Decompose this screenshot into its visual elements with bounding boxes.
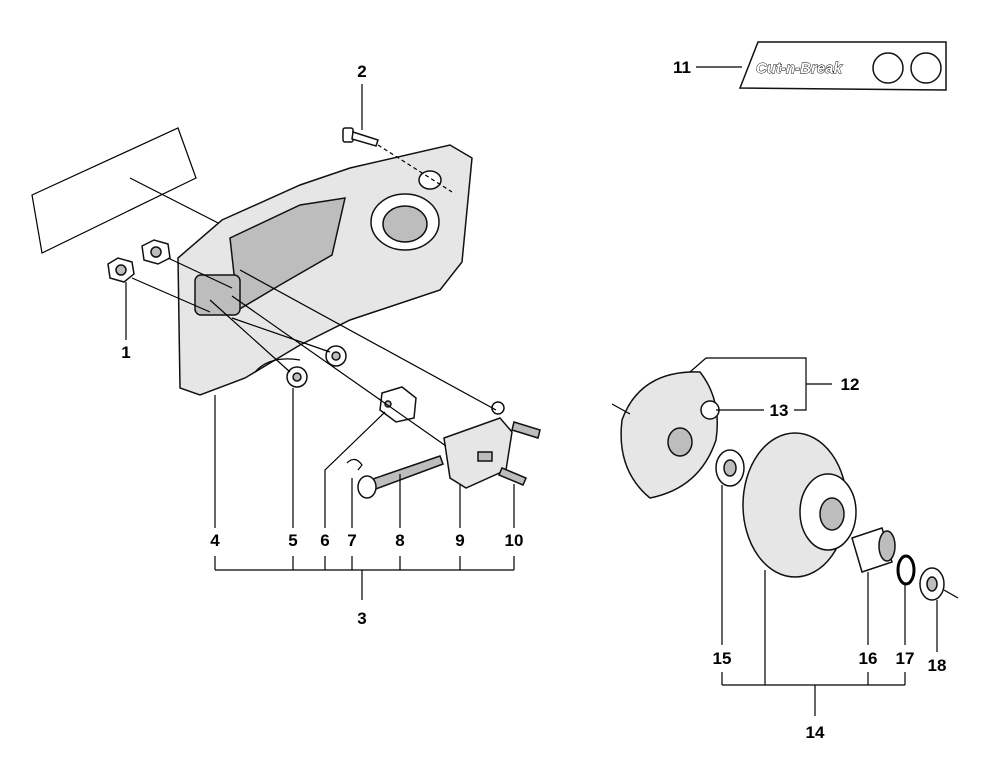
washer-1-hole — [292, 372, 302, 382]
leader-assembly-lower — [231, 295, 447, 447]
callout-12: 12 — [841, 375, 860, 394]
callout-14: 14 — [806, 723, 825, 742]
thin-washer-hole — [723, 459, 737, 477]
decal-circle-1 — [872, 52, 904, 84]
callout-18: 18 — [928, 656, 947, 675]
adjusting-screw-head — [357, 475, 377, 499]
clutch-cover-assembly — [31, 127, 541, 499]
callout-3: 3 — [357, 609, 366, 628]
leader-washer-2 — [231, 317, 331, 353]
needle-bearing-end — [878, 530, 896, 562]
nut-1-hole — [115, 264, 127, 276]
adjuster-nut-hole — [384, 400, 392, 408]
clutch-hub — [667, 427, 693, 457]
cover-bearing-bore — [382, 205, 428, 243]
decal-circle-2 — [910, 52, 942, 84]
spring-wire — [254, 358, 301, 373]
callout-15: 15 — [713, 649, 732, 668]
callout-13: 13 — [770, 401, 789, 420]
tensioner-slot — [477, 451, 493, 462]
leader-bolt-path — [377, 144, 453, 193]
callout-4: 4 — [210, 531, 220, 550]
o-ring — [896, 554, 916, 586]
callout-leaders — [125, 66, 938, 716]
shaft-line-left — [611, 403, 631, 415]
leader-frame — [129, 177, 229, 229]
adjusting-screw — [369, 455, 444, 491]
retaining-clip — [346, 458, 363, 471]
cover-mount-block — [194, 274, 241, 316]
screw-lower — [498, 467, 527, 486]
callout-10: 10 — [505, 531, 524, 550]
tensioner-eye — [491, 401, 505, 415]
callout-6: 6 — [320, 531, 329, 550]
callout-7: 7 — [347, 531, 356, 550]
nut-2-hole — [150, 246, 162, 258]
callout-11: 11 — [673, 58, 691, 77]
screw-upper — [511, 421, 541, 439]
leader-washer-1 — [209, 299, 291, 373]
leader-assembly-upper — [239, 269, 497, 411]
callout-16: 16 — [859, 649, 878, 668]
leader-nut-1 — [131, 277, 211, 313]
callout-8: 8 — [395, 531, 404, 550]
adjuster-nut — [379, 386, 417, 423]
cover-boss — [418, 170, 442, 190]
callout-labels: 1 2 3 4 5 6 7 8 9 10 11 12 13 14 15 16 1… — [121, 58, 946, 742]
bolt — [342, 127, 379, 147]
callout-17: 17 — [896, 649, 915, 668]
reference-frame-outline — [31, 127, 197, 254]
clutch-drum-bore — [819, 497, 845, 531]
leader-nut-2 — [167, 257, 233, 289]
decal-logo-text: Cut-n-Break — [756, 60, 842, 77]
end-washer-hole — [926, 576, 938, 592]
callout-5: 5 — [288, 531, 297, 550]
callout-1: 1 — [121, 343, 130, 362]
shaft-line-right — [943, 589, 959, 599]
callout-2: 2 — [357, 62, 366, 81]
clutch-assembly: Cut-n-Break — [611, 41, 959, 601]
washer-2-hole — [331, 351, 341, 361]
callout-9: 9 — [455, 531, 464, 550]
